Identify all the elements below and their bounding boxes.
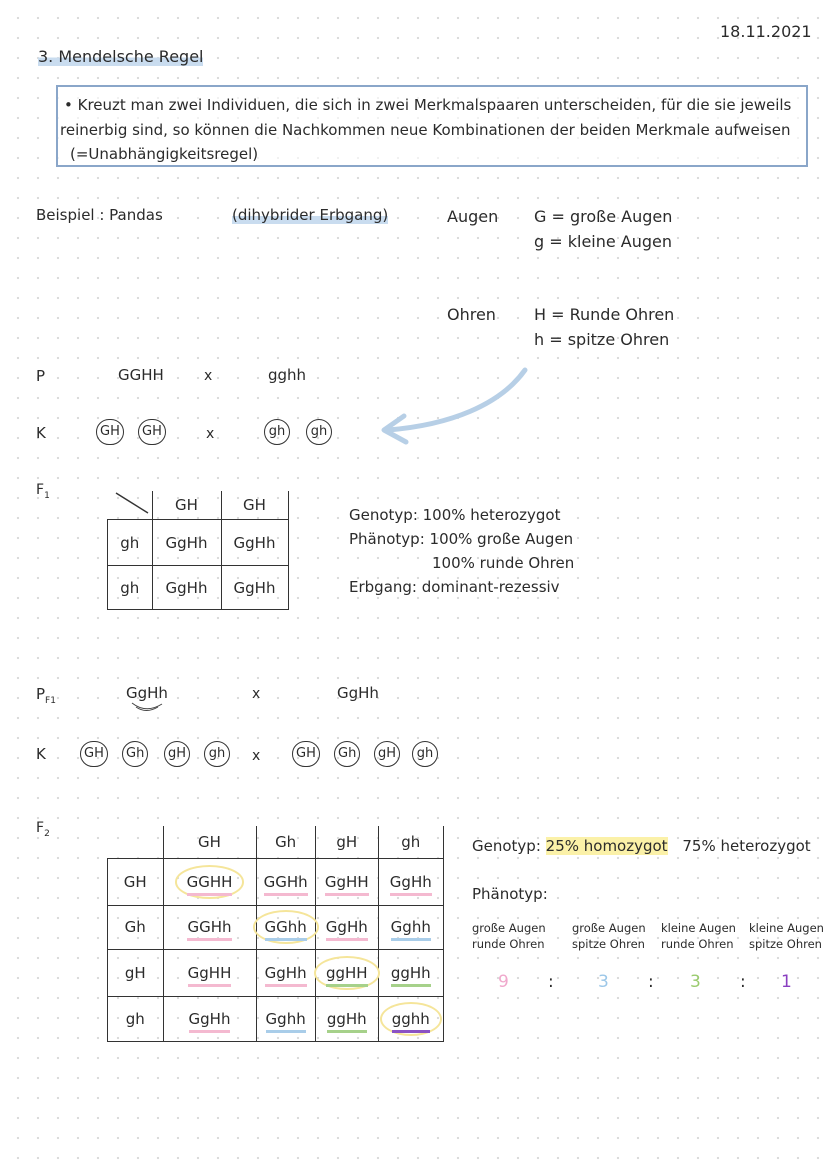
augen-label: Augen [447,207,499,226]
phenotype-label: kleine Augen spitze Ohren [749,921,824,951]
rule-line-2: reinerbig sind, so können die Nachkommen… [60,121,791,139]
column-header: GH [162,826,257,859]
column-header: GH [220,491,289,520]
genotype-cell: Gghh [255,995,316,1042]
genotype-cell: GgHh [162,995,257,1042]
squiggle-icon [131,702,163,711]
punnett-corner [107,491,153,520]
ratio-value: 9 [498,972,509,992]
gamete: gh [412,741,438,767]
cross-symbol: x [252,748,261,764]
genotype-cell: ggHH [313,948,380,997]
f1-genotyp: Genotyp: 100% heterozygot [349,506,561,524]
example-type: (dihybrider Erbgang) [232,206,389,224]
f1-phaenotyp-2: 100% runde Ohren [432,554,575,572]
row-header: Gh [107,904,164,950]
parent-1: GgHh [126,684,168,702]
gamete: GH [96,419,124,445]
genotype-cell: GgHh [255,948,316,997]
f2-label: F2 [36,820,50,839]
genotype-cell: GGhh [252,904,319,950]
gamete: GH [138,419,166,445]
phenotype-label: große Augen runde Ohren [472,921,546,951]
genotype-cell: ggHh [377,948,444,997]
augen-recessive: g = kleine Augen [534,232,673,251]
genotype-cell: GgHh [314,904,379,950]
column-header: gH [314,826,379,859]
ratio-separator: : [548,972,554,992]
f2-punnett-square: GH Gh gH gh GH GGHH GGHh GgHH GgHh Gh GG… [107,826,444,1042]
genotype-cell: GGHh [162,904,257,950]
genotype-cell: GgHh [151,519,222,566]
gamete: gH [164,741,191,767]
genotype-cell: GgHh [220,565,289,610]
column-header: GH [151,491,222,520]
genotype-cell: ggHh [314,995,379,1042]
cross-symbol: x [204,368,213,384]
rule-box: • Kreuzt man zwei Individuen, die sich i… [56,85,808,167]
ohren-recessive: h = spitze Ohren [534,330,670,349]
pf1-label: PF1 [36,685,56,706]
gamete: Gh [122,741,149,767]
punnett-corner [107,826,164,859]
row-header: gh [107,565,153,610]
cross-symbol: x [252,686,261,702]
f1-punnett-square: GH GH gh GgHh GgHh gh GgHh GgHh [107,491,289,610]
row-header: gh [107,519,153,566]
phenotype-label: kleine Augen runde Ohren [661,921,736,951]
date: 18.11.2021 [720,22,812,41]
rule-line-1: • Kreuzt man zwei Individuen, die sich i… [64,96,792,114]
phenotype-label: große Augen spitze Ohren [572,921,646,951]
ratio-separator: : [740,972,746,992]
f1-label: F1 [36,482,50,501]
gamete: GH [292,741,320,767]
row-header: gh [107,995,164,1042]
parent-1: GGHH [118,366,164,384]
ratio-separator: : [648,972,654,992]
gamete: gh [306,419,332,445]
gamete: GH [80,741,108,767]
ratio-value: 3 [690,972,701,992]
column-header: gh [377,826,444,859]
genotype-cell: GgHh [151,565,222,610]
gamete: Gh [334,741,361,767]
genotype-cell: GGHh [255,857,316,906]
ratio-value: 1 [781,972,792,992]
f1-erbgang: Erbgang: dominant-rezessiv [349,578,560,596]
f1-phaenotyp: Phänotyp: 100% große Augen [349,530,574,548]
genotype-cell: GgHH [162,948,257,997]
page-title: 3. Mendelsche Regel [38,47,204,66]
gamete: gh [264,419,290,445]
p-label: P [36,367,46,385]
homozygot-highlight: 25% homozygot [545,837,668,855]
cross-symbol: x [206,426,215,442]
row-header: GH [107,857,164,906]
f2-phaenotyp-label: Phänotyp: [472,885,548,903]
parent-2: gghh [268,366,307,384]
genotype-cell: GgHh [377,857,444,906]
genotype-cell: GgHh [220,519,289,566]
column-header: Gh [255,826,316,859]
arrow-icon [381,367,528,445]
genotype-cell: GGHH [162,857,257,906]
augen-dominant: G = große Augen [534,207,673,226]
parent-2: GgHh [337,684,379,702]
k-label: K [36,424,46,442]
genotype-cell: GgHH [314,857,379,906]
ohren-label: Ohren [447,305,496,324]
f2-genotyp: Genotyp: 25% homozygot 75% heterozygot [472,837,811,855]
ohren-dominant: H = Runde Ohren [534,305,675,324]
k-label: K [36,745,46,763]
genotype-cell: gghh [377,995,444,1042]
gamete: gH [374,741,401,767]
gamete: gh [204,741,230,767]
rule-line-3: (=Unabhängigkeitsregel) [70,145,259,163]
row-header: gH [107,948,164,997]
ratio-value: 3 [598,972,609,992]
genotype-cell: Gghh [377,904,444,950]
example-label: Beispiel : Pandas [36,206,163,224]
